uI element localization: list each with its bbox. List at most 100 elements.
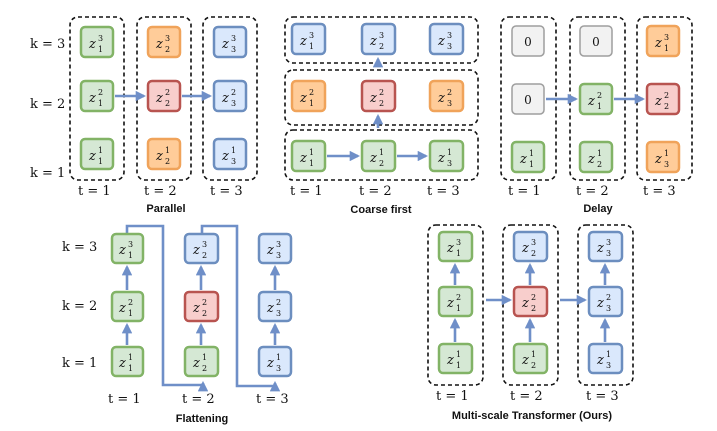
svg-text:3: 3	[202, 240, 207, 249]
svg-text:z: z	[521, 241, 529, 256]
svg-text:1: 1	[276, 353, 281, 362]
svg-text:2: 2	[664, 102, 669, 111]
svg-text:z: z	[437, 34, 445, 49]
svg-text:1: 1	[456, 350, 461, 359]
svg-text:z: z	[596, 353, 604, 368]
label-t2: t = 2	[359, 184, 392, 199]
route-flatten-1	[125, 224, 209, 392]
svg-text:0: 0	[592, 35, 600, 49]
svg-text:1: 1	[456, 304, 461, 313]
svg-text:3: 3	[231, 99, 236, 108]
svg-text:2: 2	[531, 293, 536, 302]
label-t3: t = 3	[256, 392, 289, 407]
token-zero-top-1: 0	[511, 25, 545, 57]
svg-text:3: 3	[379, 31, 384, 40]
svg-text:z: z	[192, 243, 200, 258]
svg-text:2: 2	[664, 91, 669, 100]
svg-text:2: 2	[128, 298, 133, 307]
svg-text:1: 1	[529, 160, 534, 169]
svg-text:z: z	[155, 37, 163, 52]
svg-text:2: 2	[98, 88, 103, 97]
svg-text:2: 2	[276, 298, 281, 307]
svg-text:3: 3	[276, 240, 281, 249]
svg-text:2: 2	[165, 157, 170, 166]
svg-text:1: 1	[531, 350, 536, 359]
svg-text:z: z	[654, 152, 662, 167]
svg-text:z: z	[221, 91, 229, 106]
svg-text:3: 3	[447, 42, 452, 51]
svg-text:3: 3	[606, 238, 611, 247]
svg-text:z: z	[192, 301, 200, 316]
svg-text:3: 3	[664, 160, 669, 169]
svg-text:z: z	[587, 94, 595, 109]
svg-text:z: z	[266, 243, 274, 258]
dashed-group-k2	[284, 69, 479, 126]
svg-text:3: 3	[606, 304, 611, 313]
svg-text:2: 2	[531, 304, 536, 313]
svg-text:2: 2	[202, 364, 207, 373]
svg-text:3: 3	[309, 31, 314, 40]
svg-text:1: 1	[128, 251, 133, 260]
svg-text:z: z	[118, 243, 126, 258]
svg-text:2: 2	[379, 159, 384, 168]
svg-text:1: 1	[98, 45, 103, 54]
svg-text:3: 3	[456, 238, 461, 247]
svg-text:1: 1	[309, 148, 314, 157]
svg-text:3: 3	[664, 33, 669, 42]
caption-flattening: Flattening	[176, 413, 229, 425]
svg-text:z: z	[88, 37, 96, 52]
svg-text:z: z	[654, 94, 662, 109]
svg-text:z: z	[369, 151, 377, 166]
svg-text:3: 3	[165, 34, 170, 43]
svg-text:2: 2	[165, 88, 170, 97]
svg-text:1: 1	[529, 149, 534, 158]
svg-text:z: z	[369, 34, 377, 49]
svg-text:z: z	[155, 91, 163, 106]
svg-text:z: z	[596, 296, 604, 311]
dashed-group-k3	[284, 16, 479, 64]
svg-text:z: z	[446, 241, 454, 256]
svg-text:2: 2	[597, 160, 602, 169]
svg-text:3: 3	[447, 99, 452, 108]
svg-text:2: 2	[202, 298, 207, 307]
label-t1: t = 1	[108, 392, 141, 407]
svg-text:1: 1	[98, 146, 103, 155]
svg-text:z: z	[88, 91, 96, 106]
svg-text:2: 2	[165, 99, 170, 108]
caption-parallel: Parallel	[146, 203, 185, 215]
label-t3: t = 3	[643, 184, 676, 199]
svg-text:z: z	[596, 241, 604, 256]
label-t1: t = 1	[508, 184, 541, 199]
svg-text:1: 1	[98, 99, 103, 108]
svg-text:3: 3	[606, 361, 611, 370]
svg-text:1: 1	[456, 361, 461, 370]
svg-text:1: 1	[664, 44, 669, 53]
svg-text:z: z	[266, 356, 274, 371]
svg-text:2: 2	[531, 361, 536, 370]
svg-text:z: z	[519, 152, 527, 167]
svg-text:z: z	[266, 301, 274, 316]
svg-text:z: z	[118, 356, 126, 371]
svg-text:3: 3	[531, 238, 536, 247]
